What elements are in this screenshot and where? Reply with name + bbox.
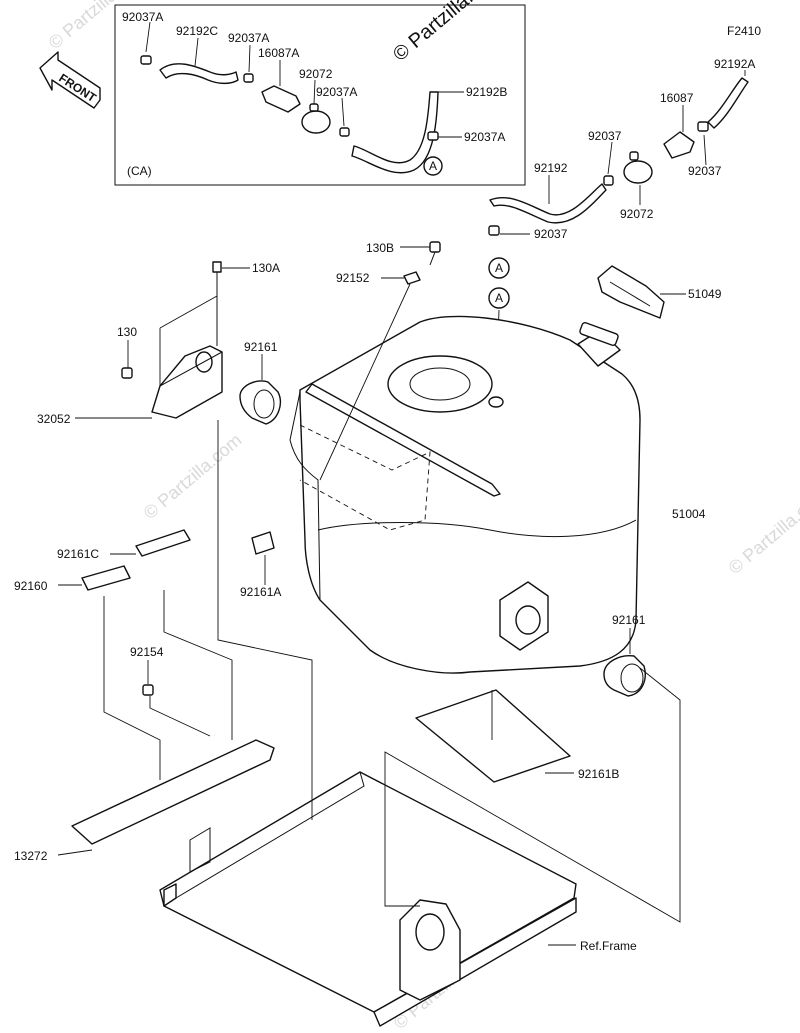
label-ref-frame: Ref.Frame <box>580 939 637 953</box>
label-tank: 51004 <box>672 507 706 521</box>
label-bolt-a: 130A <box>252 261 280 275</box>
label-hose-mid: 92192 <box>534 161 568 175</box>
watermark-text: © Partzilla.com <box>725 485 800 578</box>
label-bolt: 130 <box>117 325 137 339</box>
label-bolt-b: 130B <box>366 241 394 255</box>
inset-label: 92037A <box>228 31 269 45</box>
connector-marker: A <box>495 261 503 275</box>
breather-hose-assembly: A A <box>488 70 749 396</box>
inset-label: 92037A <box>316 85 357 99</box>
bolts <box>142 241 441 696</box>
label-valve: 16087 <box>660 91 694 105</box>
grommets <box>239 354 646 697</box>
label-clamp-b: 92037 <box>688 164 722 178</box>
part-labels: 92192A 16087 92037 92037 92192 92072 920… <box>14 57 755 953</box>
bracket <box>75 261 250 419</box>
label-canister: 92072 <box>620 207 654 221</box>
label-hose-upper: 92192A <box>714 57 755 71</box>
label-clamp-a: 92037 <box>588 129 622 143</box>
label-pad-b: 92161B <box>578 767 619 781</box>
inset-label: 16087A <box>258 46 299 60</box>
inset-label: 92072 <box>299 67 333 81</box>
label-clamp-c: 92037 <box>534 227 568 241</box>
front-arrow: FRONT <box>39 51 101 109</box>
inset-label: 92192C <box>176 24 218 38</box>
watermark-text: © Partzilla.com <box>140 430 246 523</box>
label-bolt-frame: 92154 <box>130 645 164 659</box>
copyright-mark: © Partzilla.com <box>389 0 506 66</box>
figure-code: F2410 <box>727 24 761 38</box>
label-bracket: 32052 <box>37 412 71 426</box>
label-pad-small: 92160 <box>14 579 48 593</box>
leader-lines <box>103 420 681 923</box>
fuel-tank <box>289 315 641 674</box>
connector-marker: A <box>495 291 503 305</box>
label-pad-c: 92161C <box>57 547 99 561</box>
inset-variant-label: (CA) <box>127 164 152 178</box>
inset-label: 92192B <box>466 85 507 99</box>
label-cap: 51049 <box>688 287 722 301</box>
inset-label: 92037A <box>464 130 505 144</box>
label-grommet-right: 92161 <box>612 613 646 627</box>
label-grommet-left: 92161 <box>244 340 278 354</box>
label-frame-part: 13272 <box>14 849 48 863</box>
frame <box>57 739 577 1027</box>
pads <box>58 271 574 783</box>
connector-marker: A <box>429 159 437 173</box>
label-pad-a: 92161A <box>240 585 281 599</box>
inset-label: 92037A <box>122 10 163 24</box>
ca-inset: (CA) 92037A 92192C 92037A 16087A 92072 9… <box>114 4 526 186</box>
fuel-cap <box>597 265 686 319</box>
watermark-text: © Partzilla.com <box>45 0 151 53</box>
label-pad-top: 92152 <box>336 271 370 285</box>
